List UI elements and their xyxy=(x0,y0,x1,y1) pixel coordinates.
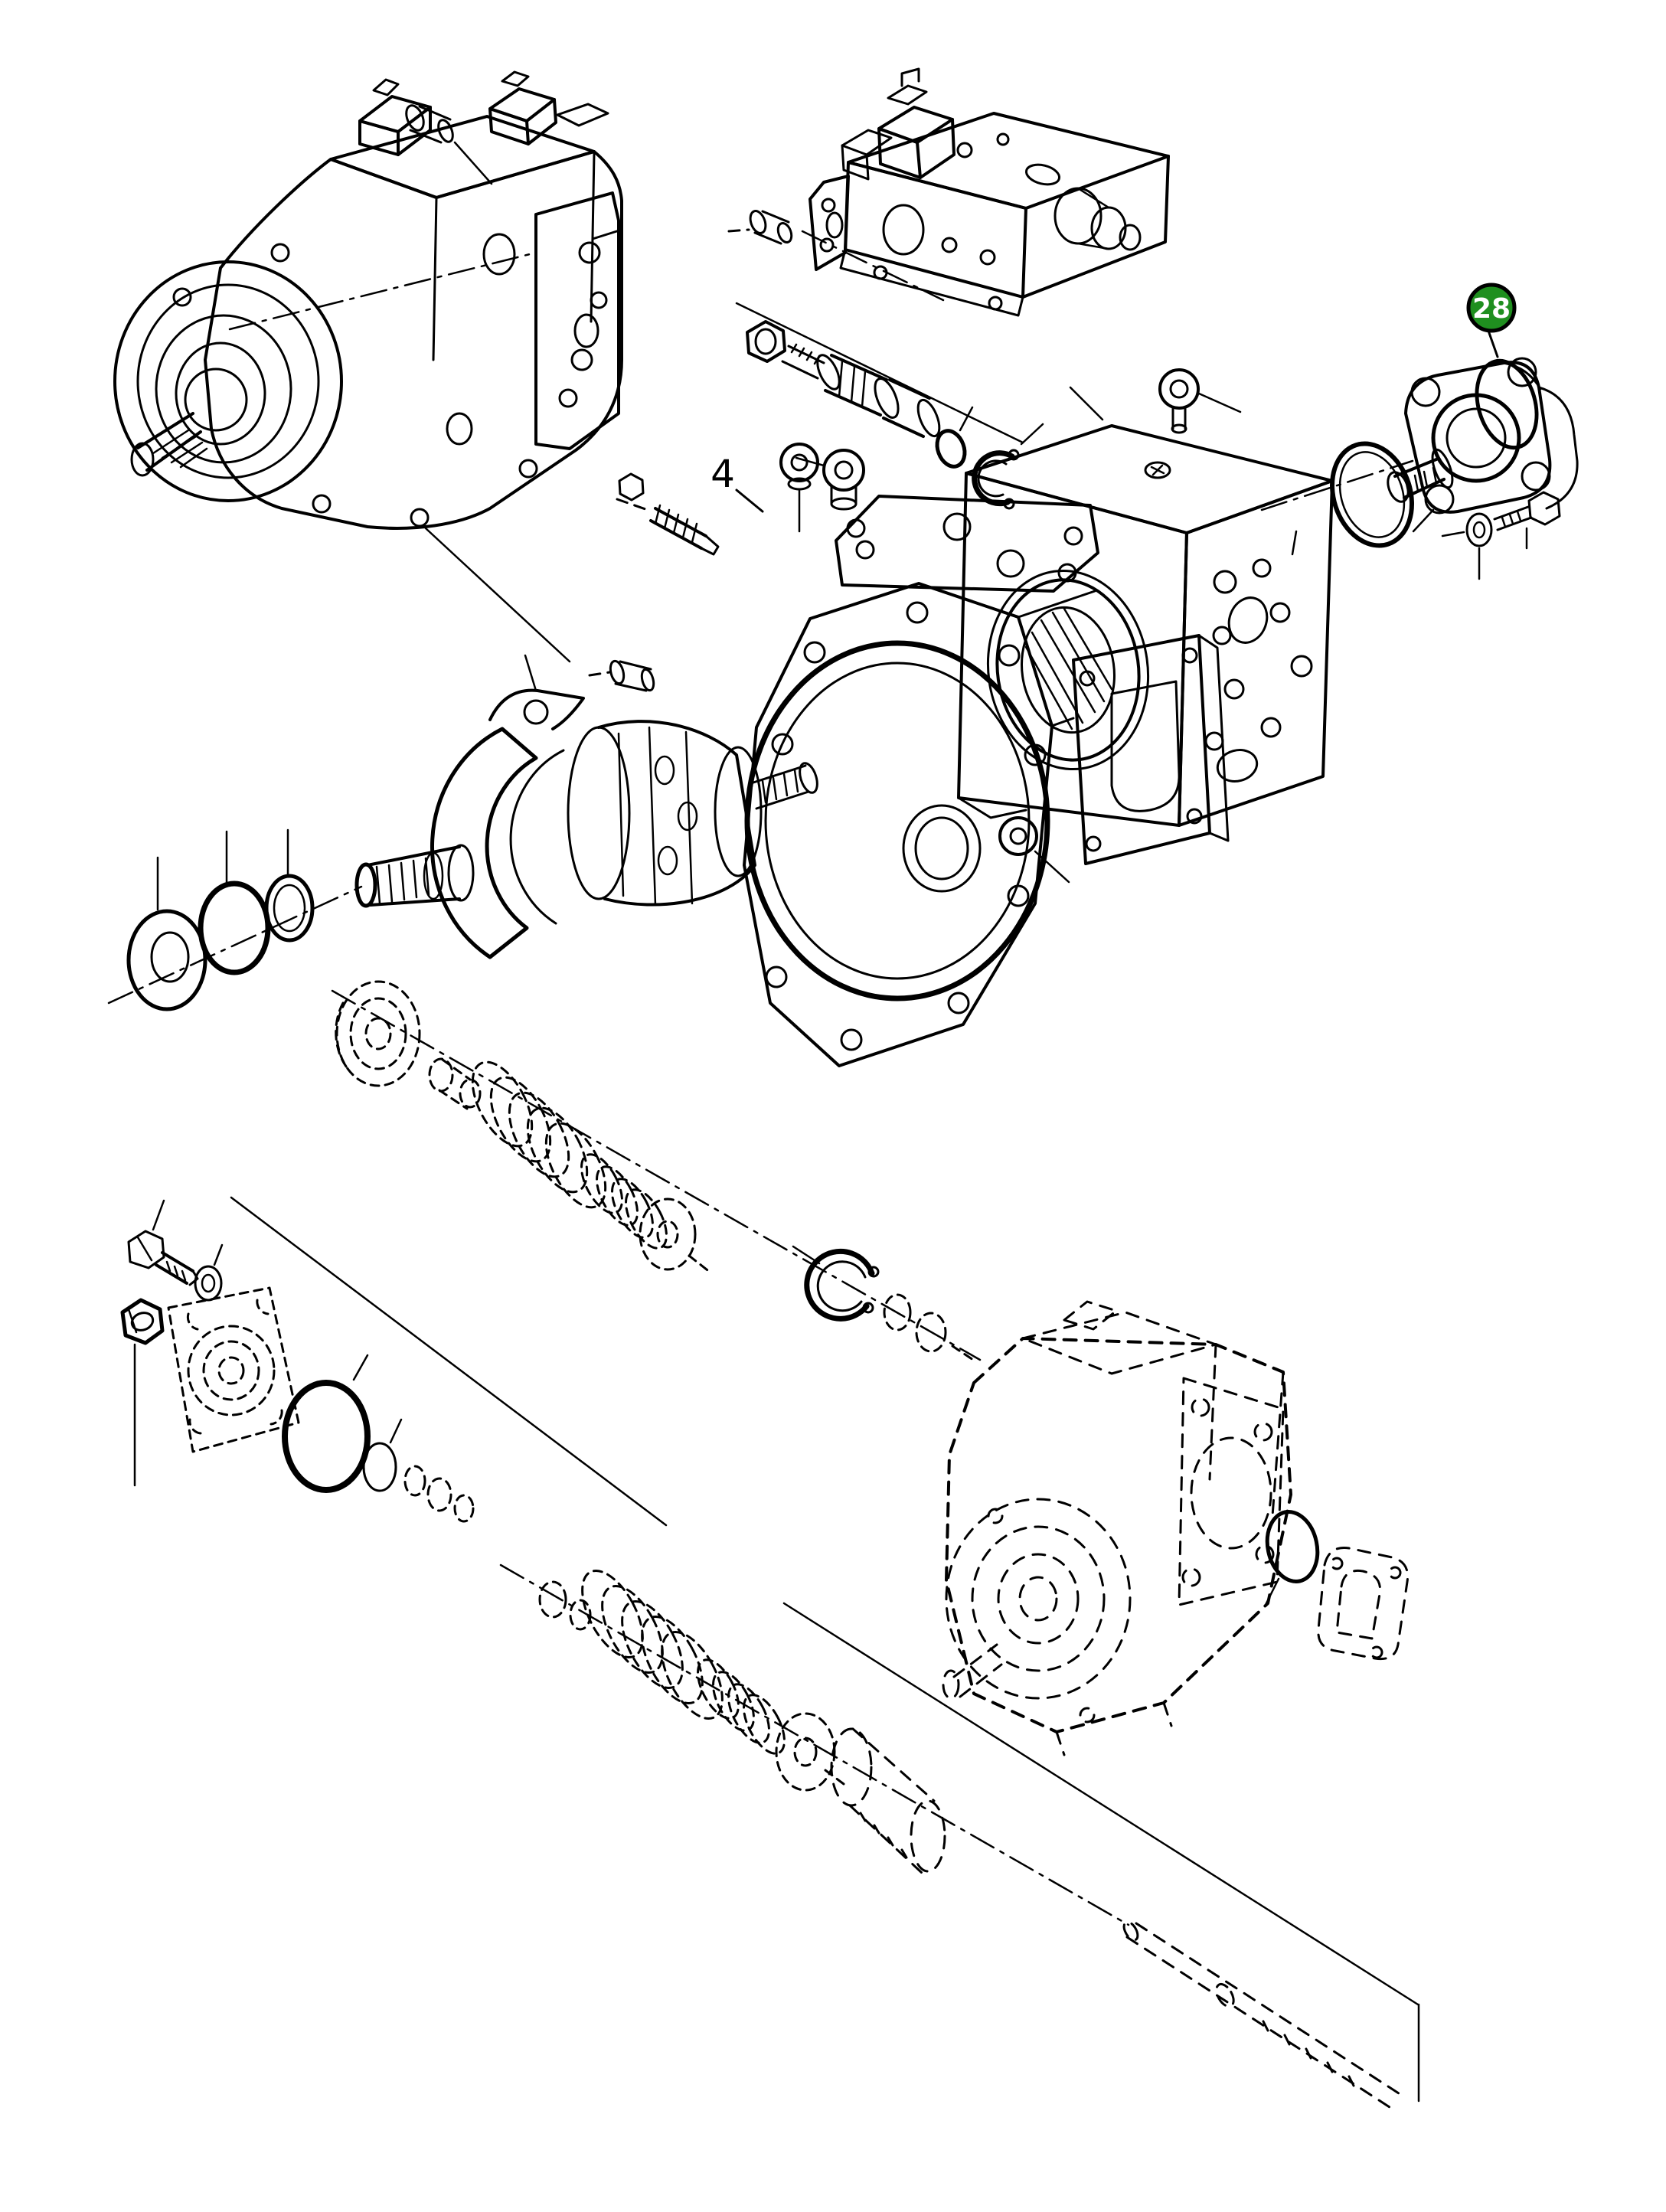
axis-spring-group-b xyxy=(499,1563,1130,1926)
dowel-pin-valve xyxy=(727,210,793,245)
rotating-group xyxy=(354,654,818,959)
adjuster-o-ring xyxy=(935,406,974,469)
phantom-rings-2 xyxy=(538,1580,592,1631)
control-spring-small-phantom xyxy=(580,1153,668,1250)
axis-shaft xyxy=(107,885,363,1005)
callout-badge-label: 28 xyxy=(1472,293,1511,325)
flange-cover-phantom xyxy=(167,1286,300,1453)
callout-badge-circle[interactable] xyxy=(1466,283,1517,333)
assembled-pump-unit xyxy=(113,70,623,530)
splined-drive-shaft xyxy=(354,844,475,908)
shaft-seal-ring xyxy=(264,828,315,943)
o-ring-large xyxy=(1291,441,1414,556)
shaft-o-ring xyxy=(198,830,271,975)
servo-spring-small-phantom xyxy=(697,1658,786,1755)
second-pump-phantom xyxy=(942,1300,1292,1756)
rotor-spline-stub xyxy=(752,762,818,810)
circlip xyxy=(792,1245,880,1322)
callout-28-badge[interactable]: 28 xyxy=(1466,283,1517,358)
control-valve-assembly xyxy=(808,67,1170,317)
housing-top-plug xyxy=(779,443,819,533)
servo-washer-phantom xyxy=(775,1712,845,1792)
servo-sleeve-phantom xyxy=(830,1727,946,1874)
housing-socket-plug xyxy=(998,816,1070,884)
threaded-stud xyxy=(616,472,720,556)
flange-o-ring-large xyxy=(282,1354,371,1493)
mounting-nut xyxy=(120,1298,165,1487)
housing-pin xyxy=(588,659,655,692)
guide-bushings-phantom-2 xyxy=(883,1293,977,1363)
construction-lines xyxy=(230,1196,1420,2103)
mounting-washer xyxy=(194,1243,224,1302)
drive-shaft-spline-stub xyxy=(130,368,248,477)
mounting-bolt xyxy=(127,1199,199,1286)
thrust-washer xyxy=(126,856,207,1011)
flange-o-ring-small xyxy=(362,1418,403,1492)
phantom-rings-1 xyxy=(403,1465,475,1523)
callout-4: 4 xyxy=(710,452,764,513)
charge-pump-bolt xyxy=(1493,491,1561,550)
axis-spring-group-a xyxy=(331,989,982,1361)
dowel-pin-upper xyxy=(405,104,493,185)
callout-4-label: 4 xyxy=(710,452,735,496)
axis-charge-pump xyxy=(1260,459,1414,511)
guide-bushings-phantom xyxy=(428,1057,482,1110)
port-end-block xyxy=(957,386,1334,827)
charge-pump-washer xyxy=(1441,512,1493,580)
spring-seat-phantom xyxy=(335,980,421,1087)
construction-lines-valve xyxy=(735,230,1024,444)
adjuster-hex-nut xyxy=(746,320,786,363)
spring-washer-phantom xyxy=(639,1197,712,1274)
leader-lines-left xyxy=(424,527,571,663)
valve-socket-plug xyxy=(795,449,865,511)
end-cover-phantom xyxy=(1317,1546,1410,1661)
control-spring-large-phantom xyxy=(471,1060,607,1209)
servo-rod-phantom xyxy=(1122,1920,1403,2110)
charge-pump-shaft xyxy=(1387,448,1454,503)
charge-pump xyxy=(1387,357,1579,533)
callout-28-leader xyxy=(1487,329,1499,358)
block-threaded-plug xyxy=(1158,368,1242,434)
callout-4-leader xyxy=(735,488,764,513)
servo-spring-large-phantom xyxy=(581,1569,724,1720)
rear-o-ring xyxy=(1263,1510,1320,1608)
o-ring-item-28 xyxy=(1475,358,1539,450)
pressure-adjuster-assembly xyxy=(746,320,1044,511)
